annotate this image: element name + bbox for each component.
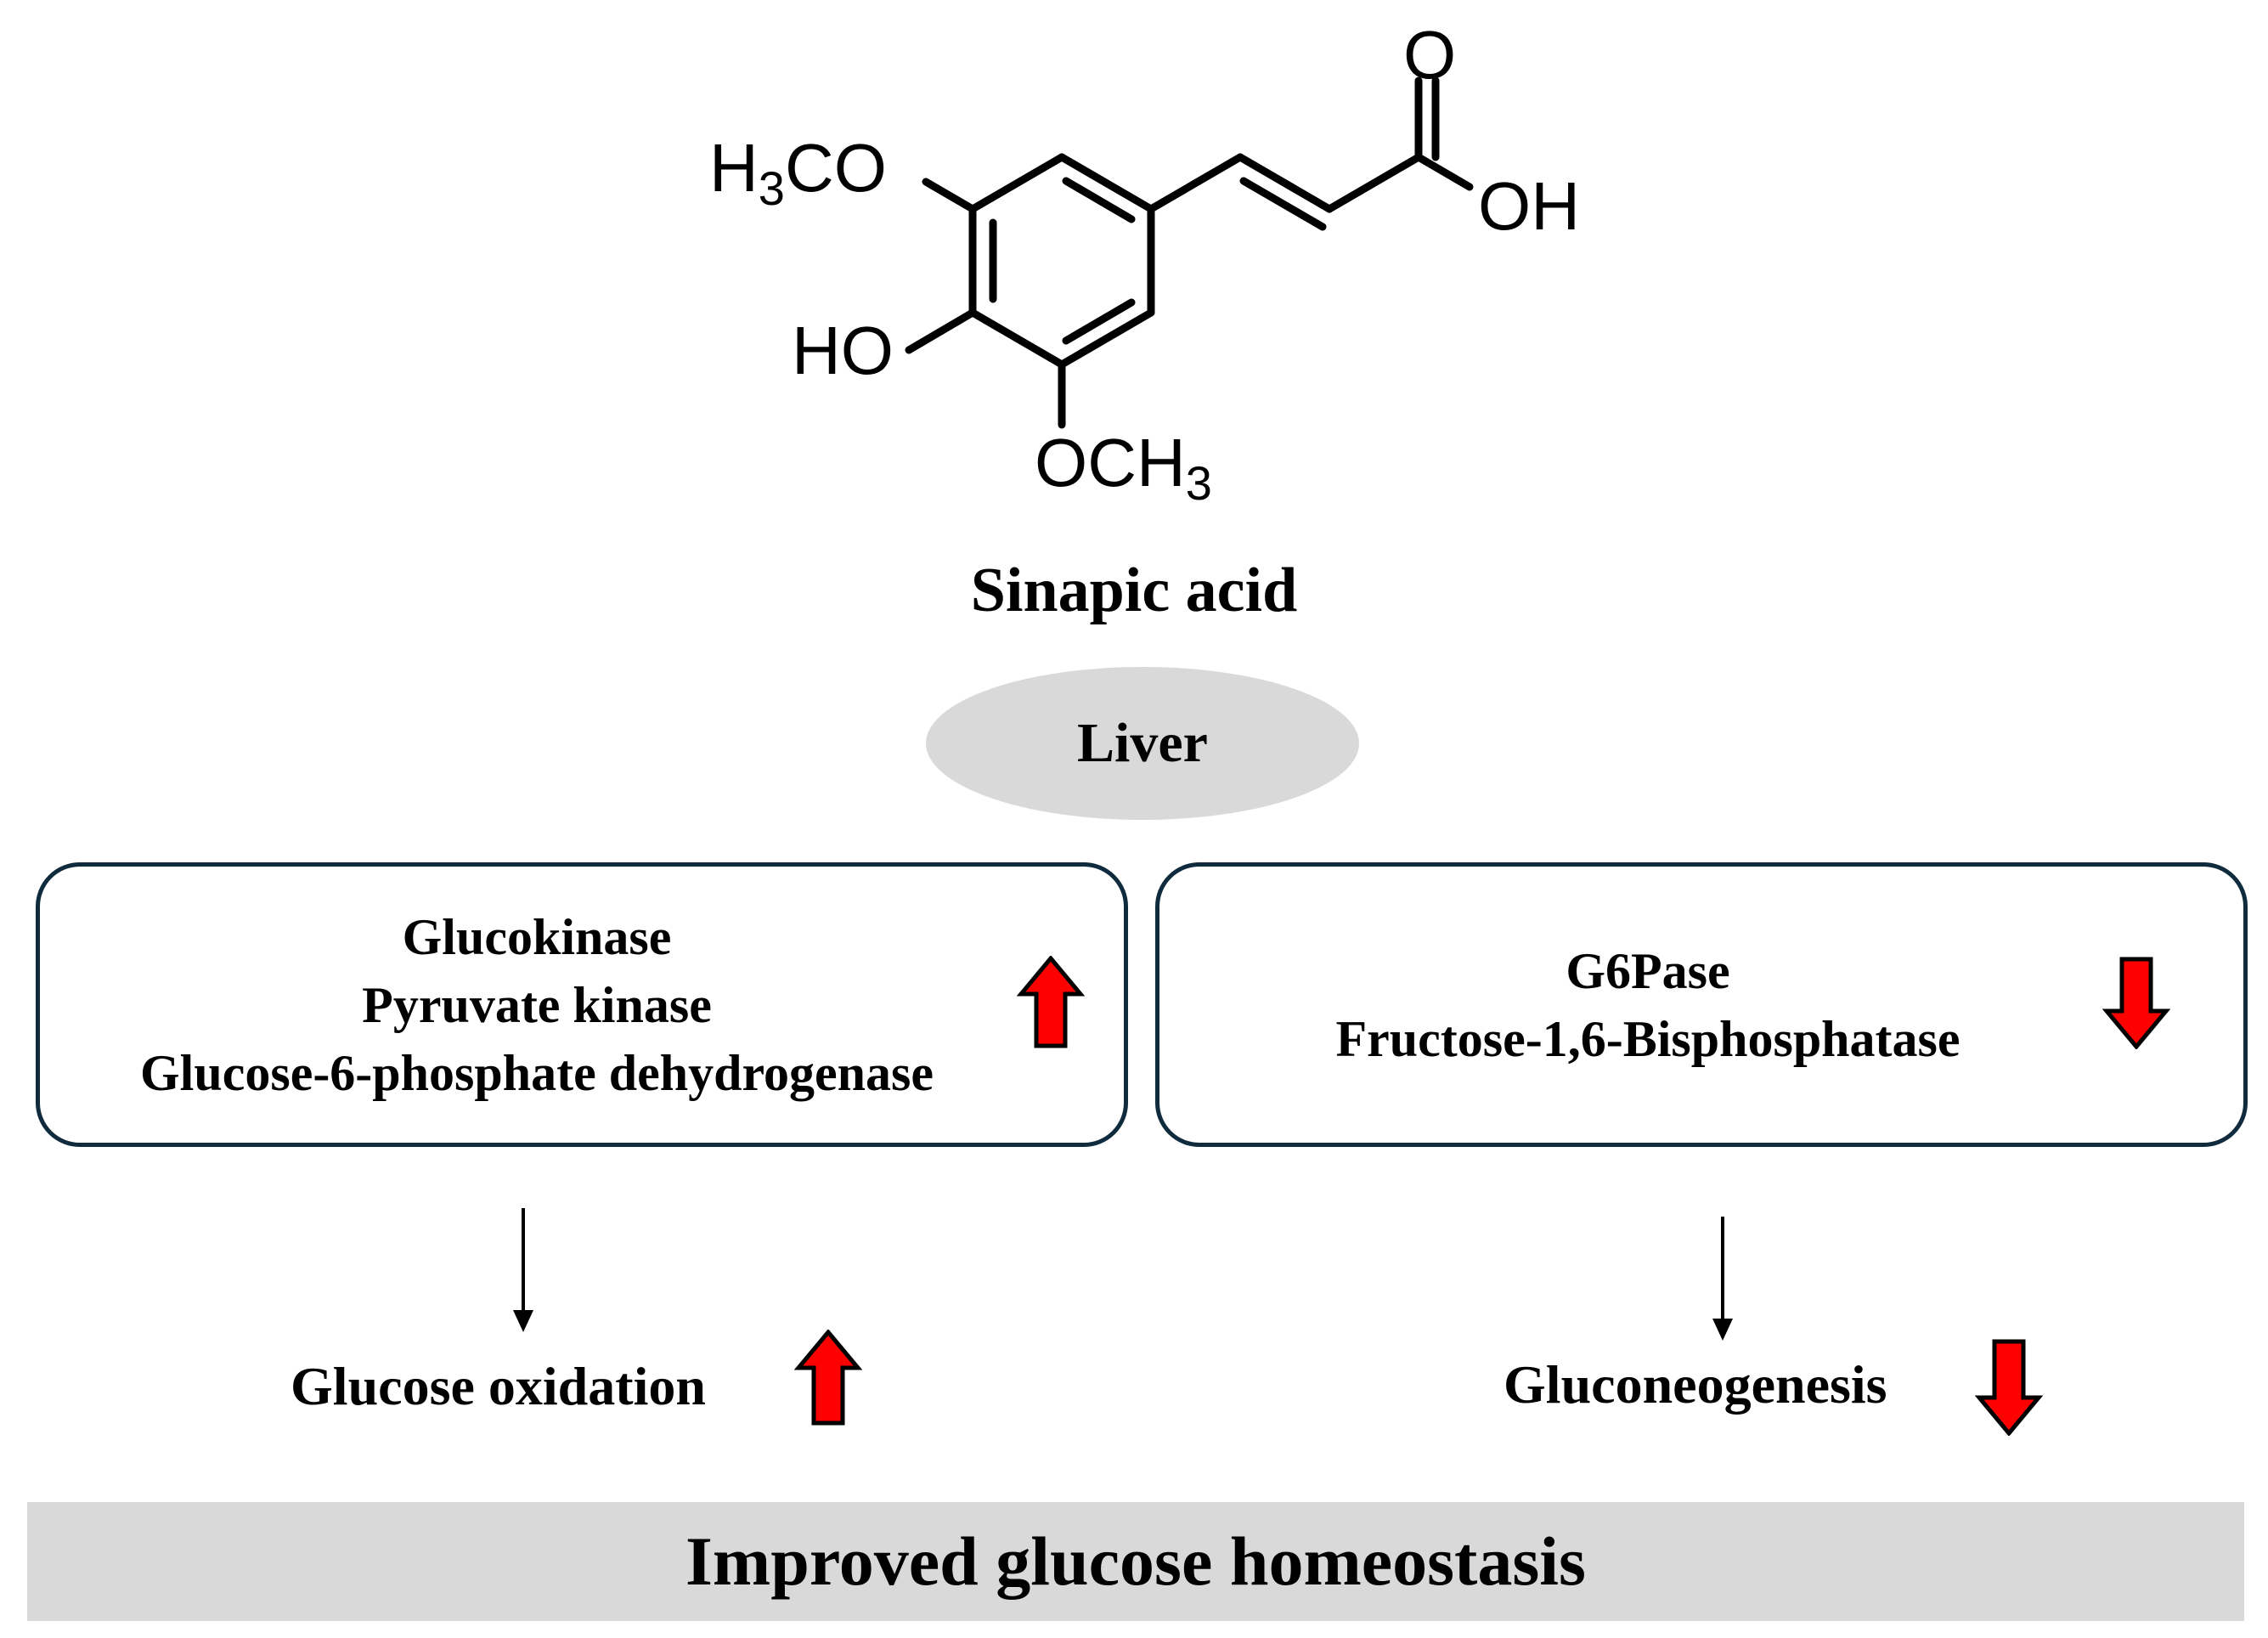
organ-label: Liver [1077,712,1208,774]
liver-ellipse: Liver [926,667,1359,820]
outcome-glucose-oxidation: Glucose oxidation [291,1356,706,1416]
enzyme-g6pd: Glucose-6-phosphate dehydrogenase [140,1044,934,1101]
right-connector-arrow [1712,1217,1733,1341]
methoxy-top-label: H3CO [709,130,887,215]
gluconeogenesis-down-arrow-icon [1975,1339,2043,1436]
upregulated-enzymes-box: Glucokinase Pyruvate kinase Glucose-6-ph… [36,862,1128,1147]
acid-hydroxyl-label: OH [1478,168,1580,244]
enzyme-glucokinase: Glucokinase [402,908,672,965]
carbonyl-oxygen-label: O [1403,17,1456,93]
hydroxyl-label: HO [792,313,894,388]
methoxy-bottom-label: OCH3 [1035,425,1212,510]
red-up-arrow-icon [1017,956,1085,1048]
red-down-arrow-icon [2102,957,2170,1049]
outcome-gluconeogenesis: Gluconeogenesis [1504,1354,1887,1415]
enzyme-fbpase: Fructose-1,6-Bisphosphatase [1335,1010,1961,1067]
enzyme-g6pase: G6Pase [1566,942,1730,999]
sinapic-acid-structure: H3CO HO OCH3 O OH [709,17,1580,510]
upregulated-enzymes-list: Glucokinase Pyruvate kinase Glucose-6-ph… [0,867,1085,1143]
conclusion-text: Improved glucose homeostasis [685,1522,1586,1600]
compound-name: Sinapic acid [970,556,1298,625]
left-connector-arrow [513,1208,533,1332]
downregulated-enzymes-list: G6Pase Fructose-1,6-Bisphosphatase [1159,867,2136,1143]
enzyme-pyruvate-kinase: Pyruvate kinase [362,976,712,1033]
glucose-oxidation-up-arrow-icon [794,1330,862,1426]
conclusion-banner: Improved glucose homeostasis [27,1502,2244,1621]
downregulated-enzymes-box: G6Pase Fructose-1,6-Bisphosphatase [1155,862,2248,1147]
